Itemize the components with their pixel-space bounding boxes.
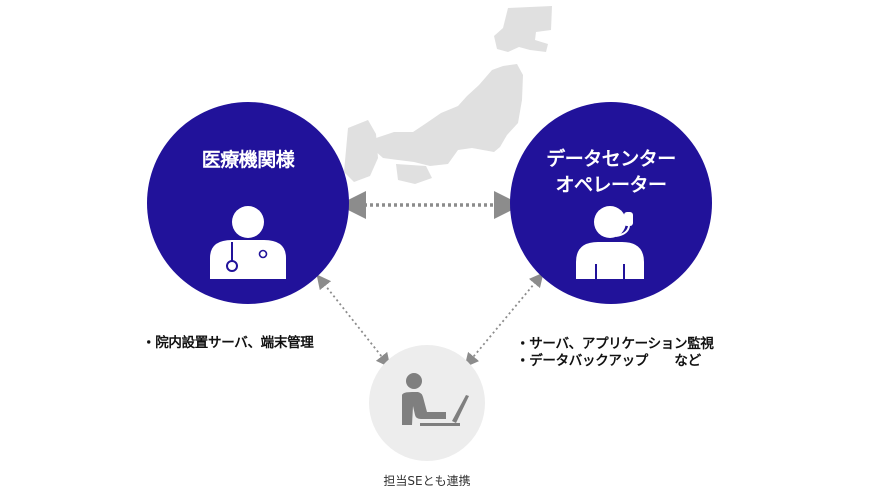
map-kyushu bbox=[344, 120, 378, 182]
operator-node-title-line2: オペレーター bbox=[555, 174, 667, 196]
operator-note-line2: ・データバックアップ など bbox=[516, 353, 701, 369]
operator-node-title-line1: データセンター bbox=[546, 148, 676, 170]
map-hokkaido bbox=[494, 6, 552, 52]
medical-note: ・院内設置サーバ、端末管理 bbox=[142, 335, 314, 351]
doctor-icon bbox=[210, 206, 286, 279]
person-laptop-icon bbox=[402, 373, 469, 426]
map-shikoku bbox=[396, 164, 432, 184]
japan-map-shape bbox=[344, 6, 552, 184]
se-node-circle bbox=[369, 345, 485, 461]
map-honshu bbox=[372, 64, 523, 166]
arrow-operator-se bbox=[464, 272, 544, 368]
operator-headset-icon bbox=[576, 198, 644, 279]
medical-node-title: 医療機関様 bbox=[201, 149, 295, 171]
operator-note-line1: ・サーバ、アプリケーション監視 bbox=[516, 336, 714, 352]
se-caption: 担当SEとも連携 bbox=[383, 474, 471, 486]
medical-node-circle bbox=[147, 102, 349, 304]
operator-node-circle bbox=[510, 102, 712, 304]
